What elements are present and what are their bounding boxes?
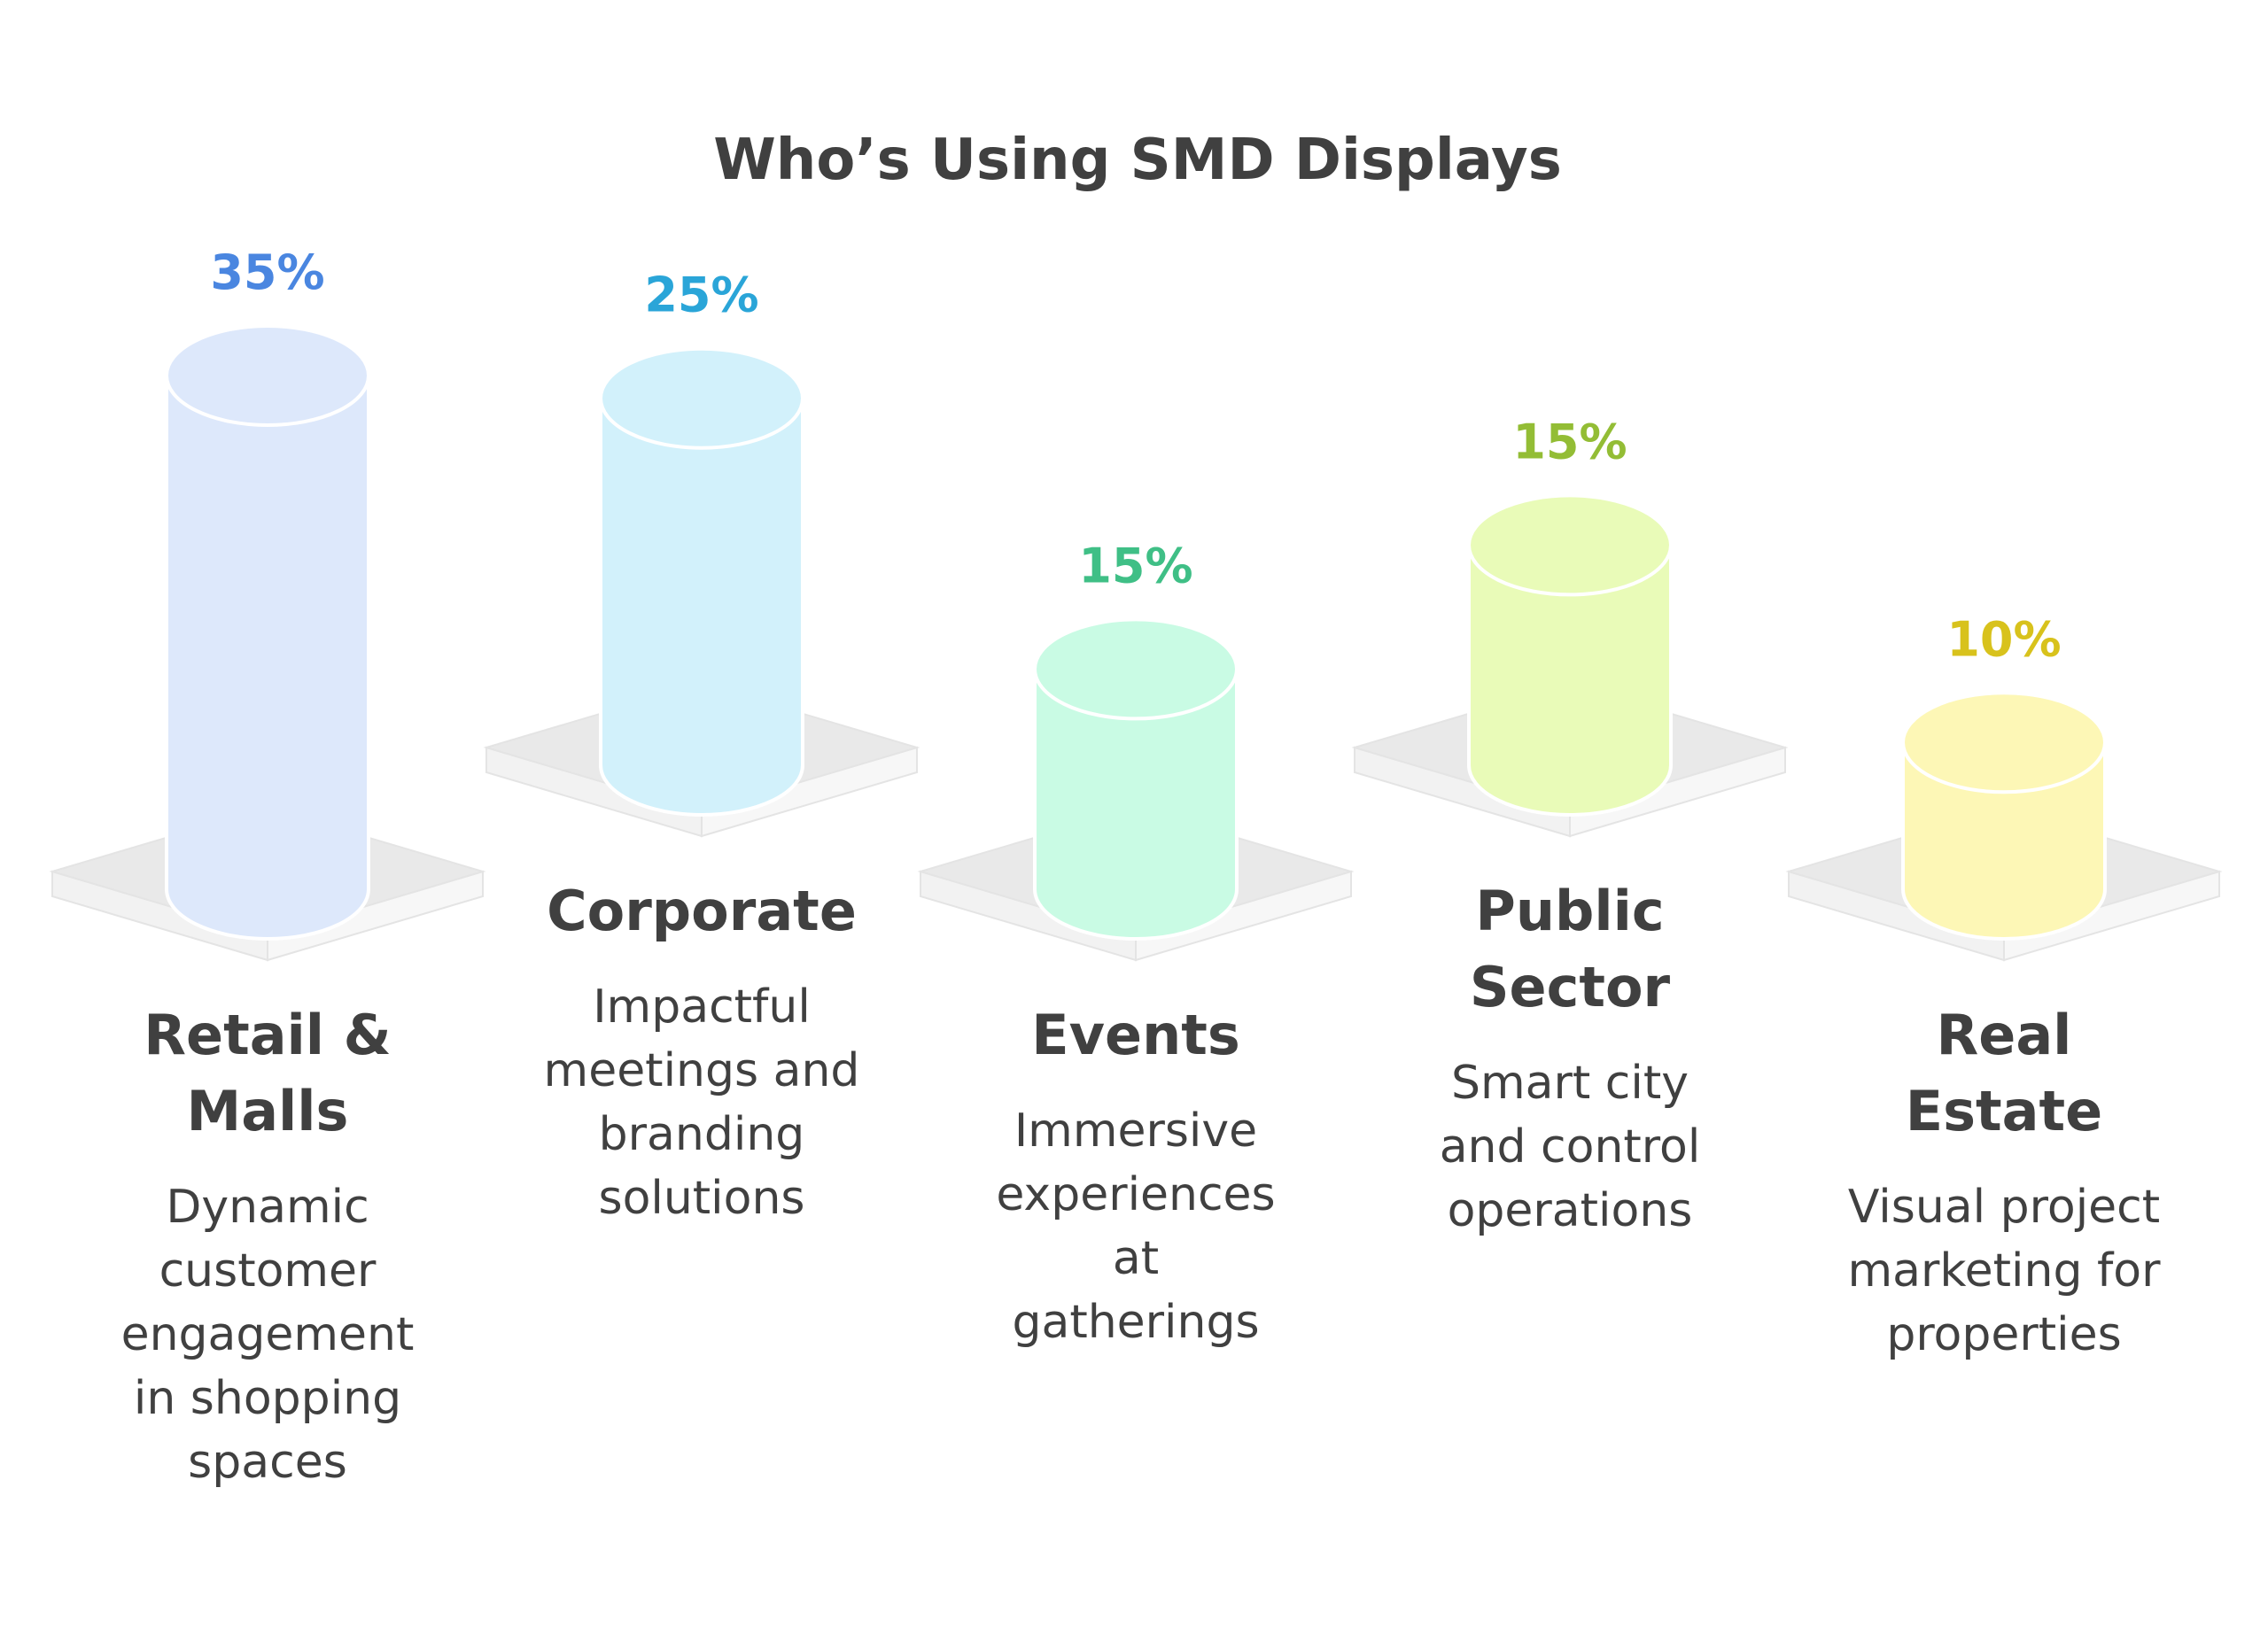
description-events: at: [1113, 1232, 1159, 1285]
description-real-estate: properties: [1886, 1308, 2121, 1361]
description-events: Immersive: [1014, 1104, 1257, 1158]
description-corporate: meetings and: [544, 1044, 860, 1097]
description-retail-malls: engagement: [121, 1308, 415, 1361]
description-real-estate: Visual project: [1848, 1181, 2160, 1234]
bar-public-sector: [1467, 543, 1673, 817]
bar-retail-malls: [165, 374, 370, 941]
description-retail-malls: spaces: [188, 1436, 347, 1489]
category-label-retail-malls: Retail &: [144, 1003, 391, 1067]
category-label-public-sector: Public: [1475, 879, 1664, 943]
description-public-sector: and control: [1440, 1120, 1701, 1174]
value-label-retail-malls: 35%: [210, 244, 324, 300]
description-events: gatherings: [1012, 1296, 1259, 1349]
category-label-corporate: Corporate: [547, 879, 857, 943]
bar-real-estate: [1901, 740, 2107, 941]
bar-corporate: [599, 396, 804, 817]
description-corporate: branding: [599, 1108, 805, 1161]
category-label-retail-malls: Malls: [187, 1079, 349, 1143]
description-public-sector: Smart city: [1451, 1057, 1689, 1110]
description-events: experiences: [996, 1168, 1275, 1221]
description-real-estate: marketing for: [1848, 1244, 2162, 1298]
description-retail-malls: in shopping: [134, 1372, 401, 1425]
bar-top-real-estate: [1901, 691, 2107, 794]
value-label-corporate: 25%: [644, 267, 758, 323]
description-public-sector: operations: [1448, 1184, 1693, 1237]
category-label-events: Events: [1031, 1003, 1240, 1067]
bar-top-retail-malls: [165, 324, 370, 427]
description-retail-malls: Dynamic: [166, 1181, 369, 1234]
bar-top-public-sector: [1467, 493, 1673, 597]
description-corporate: Impactful: [593, 980, 811, 1034]
value-label-events: 15%: [1078, 538, 1192, 593]
category-label-real-estate: Real: [1937, 1003, 2072, 1067]
value-label-public-sector: 15%: [1512, 414, 1627, 469]
category-label-public-sector: Sector: [1470, 955, 1671, 1019]
category-label-real-estate: Estate: [1906, 1079, 2102, 1143]
bar-events: [1033, 667, 1239, 941]
description-retail-malls: customer: [159, 1244, 377, 1298]
bar-top-corporate: [599, 346, 804, 450]
chart-title: Who’s Using SMD Displays: [713, 128, 1562, 193]
bar-top-events: [1033, 617, 1239, 721]
value-label-real-estate: 10%: [1946, 611, 2061, 667]
description-corporate: solutions: [598, 1172, 804, 1225]
